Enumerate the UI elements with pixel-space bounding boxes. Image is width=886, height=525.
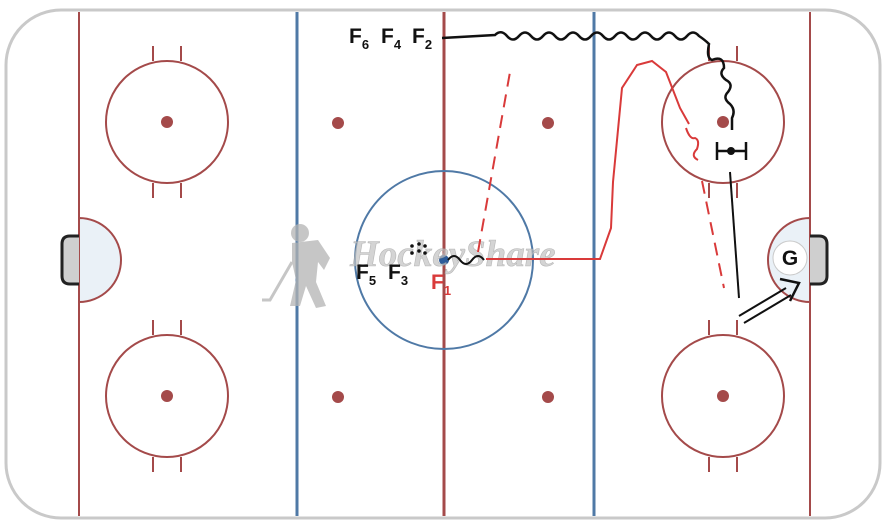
center-faceoff-dot [439, 255, 449, 265]
player-f4-sub: 4 [394, 37, 402, 52]
player-label-f5: F5 [356, 261, 376, 288]
stop-puck-dot [727, 147, 735, 155]
player-f6-letter: F [349, 25, 362, 48]
player-label-f6: F6 [349, 25, 369, 52]
player-f1-sub: 1 [444, 283, 451, 298]
player-f3-sub: 3 [401, 273, 408, 288]
f1-curl-path-red [685, 127, 700, 161]
pucks-group-icon [410, 242, 427, 255]
right-top-faceoff-dot [717, 116, 729, 128]
left-top-faceoff-dot [161, 116, 173, 128]
player-label-f3: F3 [388, 261, 408, 288]
left-goal-crease [78, 216, 122, 304]
player-label-f1: F1 [431, 271, 451, 298]
player-f2-sub: 2 [425, 37, 432, 52]
left-top-faceoff-circle [105, 46, 229, 198]
f1-puck-wiggle-black [447, 255, 485, 265]
goalie-circle [772, 240, 808, 276]
player-f5-letter: F [356, 261, 369, 284]
shot-arrow-icon [738, 277, 801, 324]
left-bottom-faceoff-circle [105, 320, 229, 472]
watermark-text: HockeyShare [349, 234, 556, 275]
skate-path-with-puck-black [441, 31, 735, 130]
player-label-f4: F4 [381, 25, 402, 52]
f1-skate-path-red [486, 59, 690, 260]
player-f2-letter: F [412, 25, 425, 48]
left-goal-net [60, 234, 79, 286]
neutral-faceoff-dot-top-right [542, 117, 554, 129]
f1-dashed-lane-net [701, 180, 725, 289]
neutral-faceoff-dot-bottom-left [332, 391, 344, 403]
player-f6-sub: 6 [362, 37, 369, 52]
right-bottom-faceoff-dot [717, 390, 729, 402]
goalie-label: G [782, 247, 798, 270]
player-f1-letter: F [431, 271, 444, 294]
right-bottom-faceoff-circle [661, 320, 785, 472]
neutral-faceoff-dot-top-left [332, 117, 344, 129]
neutral-faceoff-dot-bottom-right [542, 391, 554, 403]
left-bottom-faceoff-dot [161, 390, 173, 402]
watermark-player-silhouette-icon [262, 224, 330, 308]
f1-dashed-lane-center [477, 71, 511, 253]
right-goal-net [810, 234, 829, 286]
player-f3-letter: F [388, 261, 401, 284]
pass-line-black [729, 171, 740, 299]
player-f5-sub: 5 [369, 273, 376, 288]
player-f4-letter: F [381, 25, 394, 48]
player-label-f2: F2 [412, 25, 432, 52]
